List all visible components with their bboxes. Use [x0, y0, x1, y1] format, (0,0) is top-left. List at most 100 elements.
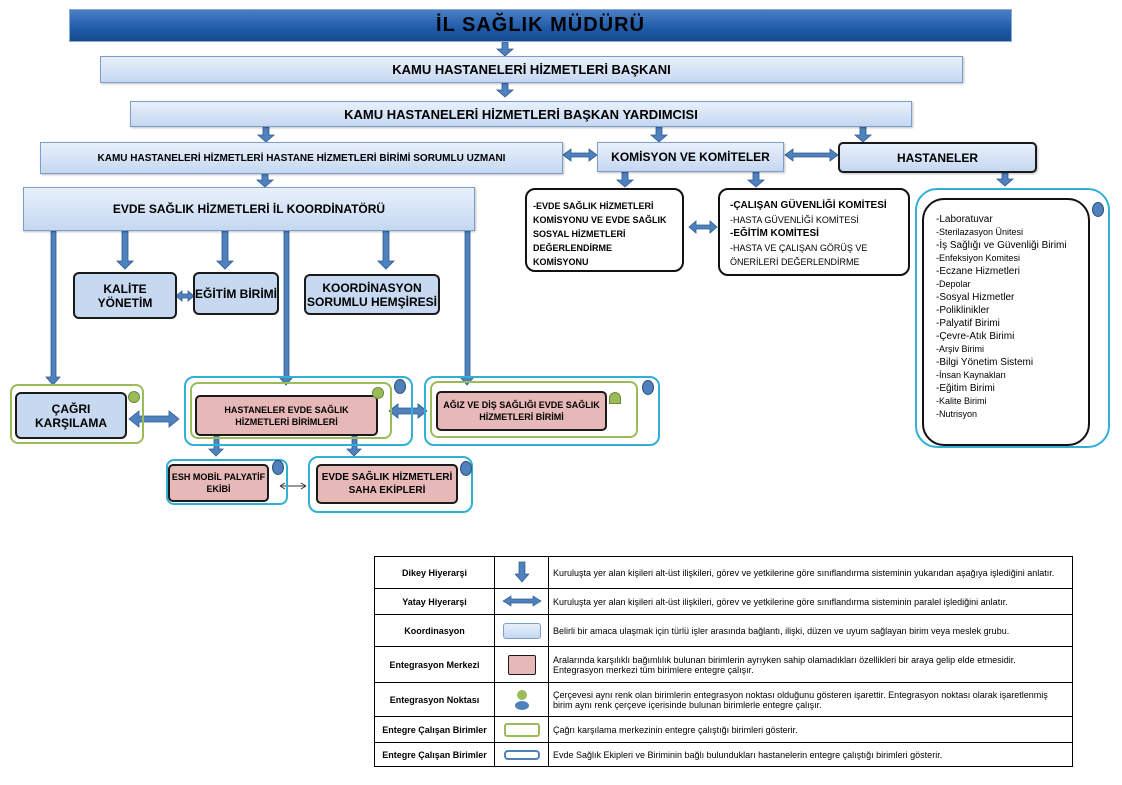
education-unit-box: EĞİTİM BİRİMİ [193, 272, 279, 315]
legend-table: Dikey Hiyerarşi Kuruluşta yer alan kişil… [374, 556, 1073, 767]
legend-key: Koordinasyon [374, 614, 495, 647]
field-teams-box: EVDE SAĞLIK HİZMETLERİ SAHA EKİPLERİ [316, 464, 458, 504]
hospital-unit: -Enfeksiyon Komitesi [936, 253, 1021, 263]
field-teams-label: EVDE SAĞLIK HİZMETLERİ SAHA EKİPLERİ [321, 472, 453, 496]
hospital-unit: -Sterilazasyon Ünitesi [936, 227, 1024, 237]
coordinator-title: EVDE SAĞLIK HİZMETLERİ İL KOORDİNATÖRÜ [112, 202, 386, 216]
hospital-unit: -Kalite Birimi [936, 396, 987, 406]
hospital-unit: -Çevre-Atık Birimi [936, 331, 1015, 342]
legend-key: Dikey Hiyerarşi [374, 556, 495, 589]
commission-box: KOMİSYON VE KOMİTELER [597, 142, 784, 172]
legend-row: Dikey Hiyerarşi Kuruluşta yer alan kişil… [374, 556, 1073, 589]
integration-point-icon [642, 380, 654, 395]
blue-box-icon [494, 614, 549, 647]
call-center-label: ÇAĞRI KARŞILAMA [35, 401, 107, 430]
legend-row: Yatay Hiyerarşi Kuruluşta yer alan kişil… [374, 588, 1073, 615]
vice-president-title: KAMU HASTANELERİ HİZMETLERİ BAŞKAN YARDI… [344, 106, 698, 122]
oral-dental-box: AĞIZ VE DİŞ SAĞLIĞI EVDE SAĞLIK HİZMETLE… [436, 391, 607, 431]
blue-frame-icon [494, 742, 549, 767]
hospital-unit: -Bilgi Yönetim Sistemi [936, 357, 1034, 368]
hospital-unit: -İş Sağlığı ve Güvenliği Birimi [936, 240, 1067, 251]
commission-left-line: DEĞERLENDİRME [533, 243, 613, 253]
specialist-box: KAMU HASTANELERİ HİZMETLERİ HASTANE HİZM… [40, 142, 563, 174]
call-center-frame [10, 384, 144, 444]
pink-box-icon [494, 646, 549, 683]
legend-desc: Kuruluşta yer alan kişileri alt-üst iliş… [548, 556, 1073, 589]
president-box: KAMU HASTANELERİ HİZMETLERİ BAŞKANI [100, 56, 963, 83]
oral-dental-green-frame [430, 381, 638, 438]
legend-key: Entegrasyon Merkezi [374, 646, 495, 683]
commission-title: KOMİSYON VE KOMİTELER [611, 150, 770, 164]
hospital-unit: -Arşiv Birimi [936, 344, 984, 354]
coord-nurse-box: KOORDİNASYON SORUMLU HEMŞİRESİ [304, 274, 440, 315]
commission-left-line: KOMİSYONU [533, 257, 589, 267]
hospital-unit: -Laboratuvar [936, 214, 993, 225]
hospital-unit: -Poliklinikler [936, 305, 990, 316]
legend-desc: Kuruluşta yer alan kişileri alt-üst iliş… [548, 588, 1073, 615]
hospital-home-green-frame [190, 382, 392, 439]
esh-mobile-frame [166, 459, 288, 505]
coordinator-box: EVDE SAĞLIK HİZMETLERİ İL KOORDİNATÖRÜ [23, 187, 475, 231]
esh-mobile-label: ESH MOBİL PALYATİF EKİBİ [171, 472, 266, 494]
legend-key: Entegre Çalışan Birimler [374, 716, 495, 743]
hospital-home-box: HASTANELER EVDE SAĞLIK HİZMETLERİ BİRİML… [195, 395, 378, 436]
commission-right-line: -HASTA VE ÇALIŞAN GÖRÜŞ VE [730, 243, 868, 253]
quality-unit-box: KALİTE YÖNETİM [73, 272, 177, 319]
education-unit-label: EĞİTİM BİRİMİ [195, 286, 277, 301]
legend-row: Entegre Çalışan Birimler Evde Sağlık Eki… [374, 742, 1073, 767]
coord-nurse-label: KOORDİNASYON SORUMLU HEMŞİRESİ [306, 280, 437, 309]
legend-row: Entegre Çalışan Birimler Çağrı karşılama… [374, 716, 1073, 743]
legend-desc: Çerçevesi aynı renk olan birimlerin ente… [548, 682, 1073, 717]
esh-mobile-box: ESH MOBİL PALYATİF EKİBİ [168, 464, 269, 502]
commission-list-right: -ÇALIŞAN GÜVENLİĞİ KOMİTESİ -HASTA GÜVEN… [718, 188, 910, 276]
hospital-unit: -Depolar [936, 279, 971, 289]
legend-desc: Evde Sağlık Ekipleri ve Biriminin bağlı … [548, 742, 1073, 767]
field-teams-frame [308, 456, 473, 513]
commission-right-line: -EĞİTİM KOMİTESİ [730, 228, 819, 239]
director-box: İL SAĞLIK MÜDÜRÜ [69, 9, 1012, 42]
president-title: KAMU HASTANELERİ HİZMETLERİ BAŞKANI [392, 62, 671, 77]
call-center-box: ÇAĞRI KARŞILAMA [15, 392, 127, 439]
hospitals-title: HASTANELER [896, 150, 979, 165]
legend-desc: Belirli bir amaca ulaşmak için türlü işl… [548, 614, 1073, 647]
director-title: İL SAĞLIK MÜDÜRÜ [436, 14, 645, 36]
hospital-unit: -Nutrisyon [936, 409, 978, 419]
commission-right-line: -ÇALIŞAN GÜVENLİĞİ KOMİTESİ [730, 200, 887, 211]
dot-icon [494, 682, 549, 717]
quality-unit-label: KALİTE YÖNETİM [97, 281, 153, 310]
vice-president-box: KAMU HASTANELERİ HİZMETLERİ BAŞKAN YARDI… [130, 101, 912, 127]
integration-point-icon [272, 460, 284, 475]
commission-left-line: KOMİSYONU VE EVDE SAĞLIK [533, 215, 667, 225]
oral-dental-blue-frame [424, 376, 660, 446]
green-frame-icon [494, 716, 549, 743]
hospital-unit: -Eczane Hizmetleri [936, 266, 1020, 277]
commission-left-line: -EVDE SAĞLIK HİZMETLERİ [533, 201, 654, 211]
integration-point-icon [372, 387, 384, 399]
hospital-home-label: HASTANELER EVDE SAĞLIK HİZMETLERİ BİRİML… [224, 404, 349, 427]
hospitals-box: HASTANELER [838, 142, 1037, 173]
legend-key: Entegre Çalışan Birimler [374, 742, 495, 767]
legend-row: Entegrasyon Merkezi Aralarında karşılıkl… [374, 646, 1073, 683]
commission-list-left: -EVDE SAĞLIK HİZMETLERİ KOMİSYONU VE EVD… [525, 188, 684, 272]
integration-point-icon [128, 391, 140, 403]
oral-dental-label: AĞIZ VE DİŞ SAĞLIĞI EVDE SAĞLIK HİZMETLE… [443, 400, 600, 422]
integration-point-icon [394, 379, 406, 394]
specialist-title: KAMU HASTANELERİ HİZMETLERİ HASTANE HİZM… [97, 152, 506, 164]
double-arrow-icon [494, 588, 549, 615]
commission-left-line: SOSYAL HİZMETLERİ [533, 229, 626, 239]
hospitals-integration-frame [915, 188, 1110, 448]
hospital-home-blue-frame [184, 376, 413, 446]
legend-desc: Aralarında karşılıklı bağımlılık bulunan… [548, 646, 1073, 683]
commission-right-line: ÖNERİLERİ DEĞERLENDİRME [730, 257, 860, 267]
commission-right-line: -HASTA GÜVENLİĞİ KOMİTESİ [730, 215, 859, 225]
down-arrow-icon [494, 556, 549, 589]
hospital-unit: -Palyatif Birimi [936, 318, 1000, 329]
hospital-units-list: -Laboratuvar -Sterilazasyon Ünitesi -İş … [922, 198, 1090, 446]
integration-point-icon [1092, 202, 1104, 217]
legend-key: Entegrasyon Noktası [374, 682, 495, 717]
legend-row: Entegrasyon Noktası Çerçevesi aynı renk … [374, 682, 1073, 717]
hospital-unit: -Eğitim Birimi [936, 383, 995, 394]
legend-desc: Çağrı karşılama merkezinin entegre çalış… [548, 716, 1073, 743]
hospital-unit: -Sosyal Hizmetler [936, 292, 1015, 303]
